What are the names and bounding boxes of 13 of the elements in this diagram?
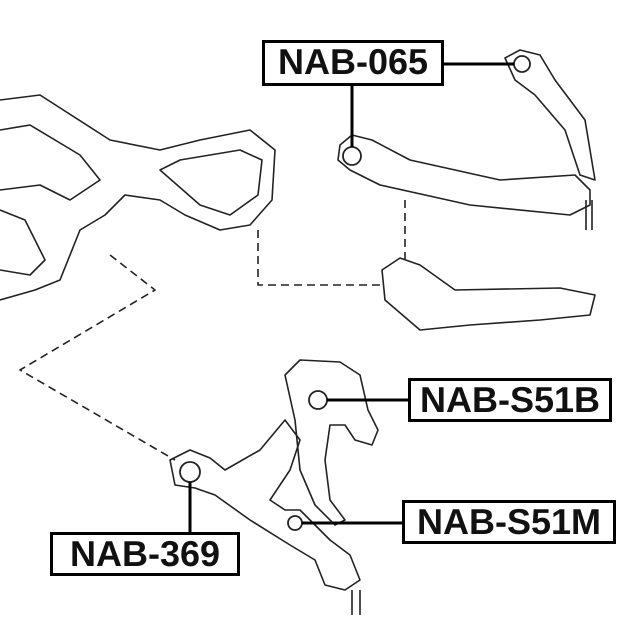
- leader-line: [350, 86, 354, 147]
- bushing: [308, 390, 328, 410]
- bushing: [513, 55, 531, 73]
- leader-line: [327, 398, 408, 402]
- leader-line: [188, 482, 192, 532]
- part-number: NAB-S51B: [408, 378, 612, 422]
- part-number: NAB-S51M: [402, 500, 616, 544]
- bushing: [287, 515, 303, 531]
- bushing: [342, 146, 362, 166]
- leader-line: [444, 62, 514, 66]
- part-number: NAB-369: [50, 532, 240, 576]
- bushing: [179, 461, 201, 483]
- part-number: NAB-065: [262, 40, 444, 86]
